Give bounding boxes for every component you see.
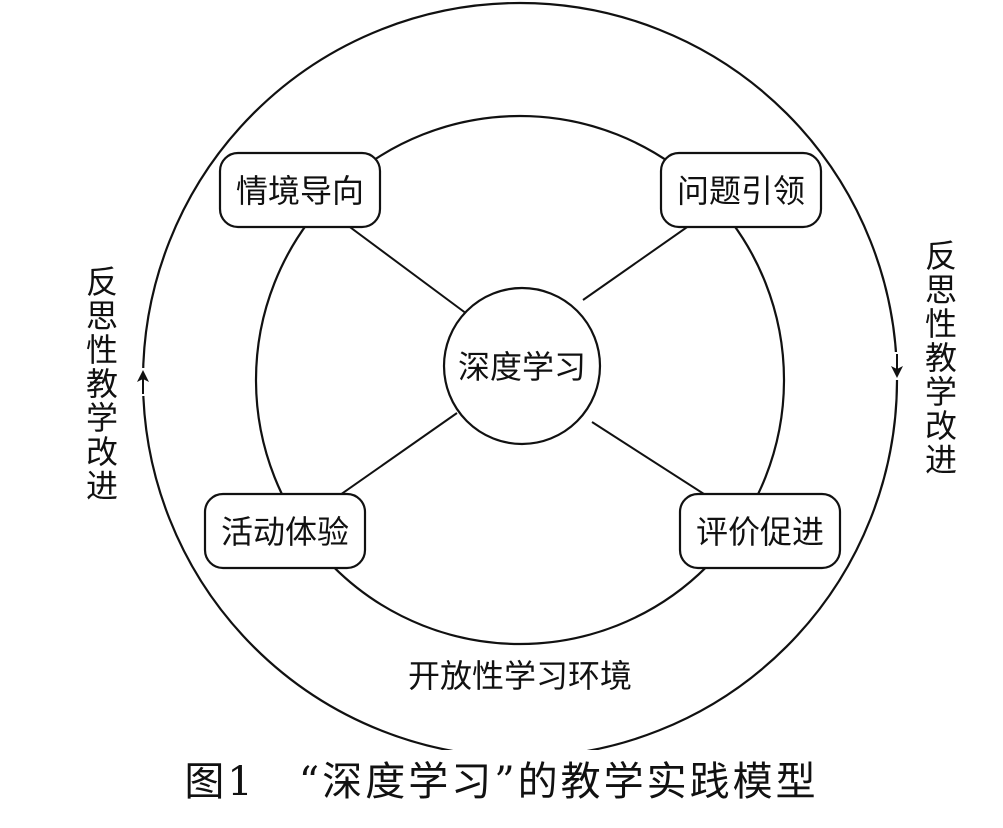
left-cycle-char: 进	[86, 467, 118, 505]
right-cycle-char: 思	[925, 271, 957, 309]
figure-caption: 图1 “深度学习”的教学实践模型	[184, 759, 819, 805]
left-cycle-char: 反	[86, 263, 118, 301]
right-cycle-char: 性	[925, 305, 957, 343]
node-top-right: 问题引领	[659, 151, 823, 229]
node-bottom-left: 活动体验	[203, 492, 367, 570]
left-cycle-label: 反 思 性 教 学 改 进	[86, 263, 118, 505]
left-cycle-char: 思	[86, 297, 118, 335]
left-cycle-char: 改	[86, 433, 118, 471]
right-cycle-char: 教	[925, 339, 957, 377]
node-top-left: 情境导向	[218, 151, 382, 229]
right-cycle-char: 反	[925, 237, 957, 275]
teaching-model-diagram: 深度学习 情境导向 问题引领 活动体验 评价促进 开放性学习环境 反 思	[86, 1, 957, 759]
middle-circle	[254, 114, 786, 646]
node-label-top-left: 情境导向	[236, 172, 364, 210]
environment-label: 开放性学习环境	[408, 657, 632, 695]
right-cycle-char: 进	[925, 441, 957, 479]
center-label: 深度学习	[458, 348, 586, 386]
inner-circle	[442, 286, 602, 446]
node-label-top-right: 问题引领	[677, 172, 805, 210]
left-cycle-char: 学	[86, 399, 118, 437]
right-cycle-char: 学	[925, 373, 957, 411]
node-label-bottom-left: 活动体验	[221, 513, 349, 551]
node-bottom-right: 评价促进	[678, 492, 842, 570]
left-cycle-char: 性	[86, 331, 118, 369]
node-label-bottom-right: 评价促进	[696, 513, 824, 551]
left-cycle-char: 教	[86, 365, 118, 403]
right-cycle-label: 反 思 性 教 学 改 进	[925, 237, 957, 479]
right-cycle-char: 改	[925, 407, 957, 445]
